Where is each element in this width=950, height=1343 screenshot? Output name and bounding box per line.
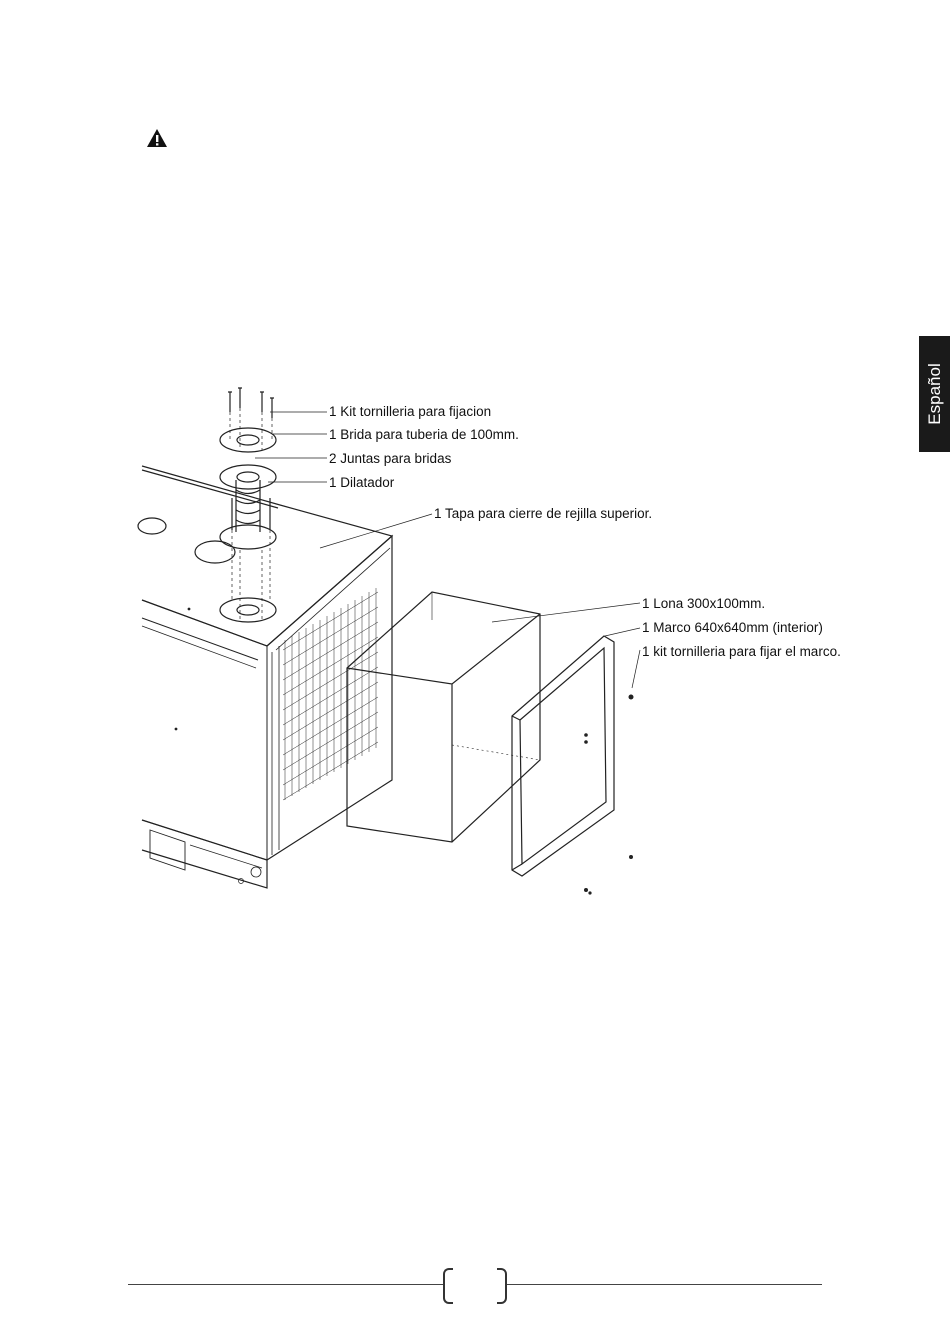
label-grille-cover: 1 Tapa para cierre de rejilla superior.	[434, 507, 652, 521]
label-bolt-kit: 1 Kit tornilleria para fijacion	[329, 405, 491, 419]
label-frame-bolt-kit: 1 kit tornilleria para fijar el marco.	[642, 645, 841, 659]
label-gaskets: 2 Juntas para bridas	[329, 452, 451, 466]
footer-rule-left	[128, 1284, 443, 1285]
footer-rule-right	[507, 1284, 822, 1285]
page-number-bracket-left	[443, 1268, 453, 1304]
label-canvas: 1 Lona 300x100mm.	[642, 597, 765, 611]
label-frame: 1 Marco 640x640mm (interior)	[642, 621, 823, 635]
page-number-bracket-right	[497, 1268, 507, 1304]
label-expansion-joint: 1 Dilatador	[329, 476, 394, 490]
label-flange: 1 Brida para tuberia de 100mm.	[329, 428, 519, 442]
